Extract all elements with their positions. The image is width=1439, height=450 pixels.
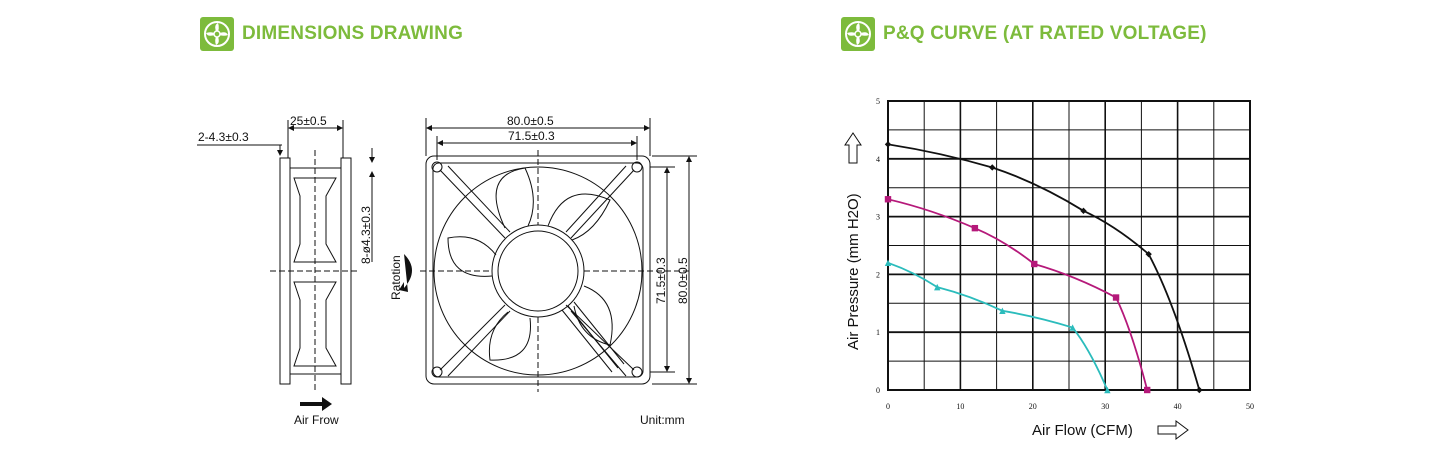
- unit-label: Unit:mm: [640, 413, 685, 427]
- x-tick-label: 50: [1246, 402, 1254, 411]
- dimensions-drawing: 25±0.5 2-4.3±0.3 8-ø4.3±0.3 Air Frow: [197, 114, 697, 427]
- dimensions-header: DIMENSIONS DRAWING: [200, 17, 463, 51]
- x-tick-label: 30: [1101, 402, 1109, 411]
- series-2-point: [971, 224, 979, 232]
- y-axis-arrow-icon: [844, 132, 862, 164]
- pq-title: P&Q CURVE (AT RATED VOLTAGE): [883, 23, 1207, 44]
- series-2-point: [1031, 260, 1038, 268]
- series-2-point: [1112, 294, 1120, 301]
- rotation-arrow-icon: [399, 254, 412, 292]
- series-2-point: [884, 196, 892, 203]
- series-1-point: [989, 164, 996, 171]
- fan-logo-icon: [841, 17, 875, 51]
- series-line-3: [887, 261, 1109, 391]
- x-tick-label: 40: [1174, 402, 1182, 411]
- series-2-point: [1143, 386, 1151, 394]
- series-3-point: [934, 283, 941, 291]
- dimensions-title: DIMENSIONS DRAWING: [242, 23, 464, 44]
- series-1-point: [1196, 386, 1203, 394]
- y-tick-label: 5: [876, 97, 880, 106]
- series-3-point: [1104, 386, 1111, 394]
- series-3-point: [999, 307, 1006, 315]
- x-tick-label: 20: [1029, 402, 1037, 411]
- y-tick-label: 3: [876, 213, 880, 222]
- hole-pitch-h-label: 71.5±0.3: [508, 129, 555, 143]
- fan-logo-icon: [200, 17, 234, 51]
- y-tick-label: 2: [876, 270, 880, 279]
- series-1-point: [1080, 207, 1087, 215]
- outer-height-label: 80.0±0.5: [676, 257, 690, 304]
- x-tick-label: 0: [886, 402, 890, 411]
- series-1-point: [1145, 250, 1152, 258]
- series-3-point: [884, 259, 892, 267]
- series-line-2: [887, 198, 1149, 391]
- side-width-label: 25±0.5: [290, 114, 327, 128]
- hole-pitch-v-label: 71.5±0.3: [654, 257, 668, 304]
- series-line-1: [887, 143, 1201, 391]
- y-tick-label: 0: [876, 386, 880, 395]
- front-view: [420, 118, 697, 392]
- x-tick-label: 10: [956, 402, 964, 411]
- y-axis-label: Air Pressure (mm H2O): [845, 193, 862, 350]
- x-axis-arrow-icon: [1157, 420, 1189, 440]
- rotation-label: Ratotion: [389, 255, 403, 300]
- side-view: [197, 120, 375, 392]
- hole-note-label: 2-4.3±0.3: [198, 130, 249, 144]
- y-tick-label: 4: [876, 155, 880, 164]
- series-1-point: [884, 141, 892, 148]
- outer-width-label: 80.0±0.5: [507, 114, 554, 128]
- pq-header: P&Q CURVE (AT RATED VOLTAGE): [841, 17, 1207, 51]
- mount-holes-label: 8-ø4.3±0.3: [359, 206, 373, 264]
- airflow-arrow-icon: [300, 397, 332, 411]
- plot-frame: [887, 100, 1251, 391]
- airflow-label: Air Frow: [294, 413, 339, 427]
- y-tick-label: 1: [876, 328, 880, 337]
- series-3-point: [1069, 324, 1076, 331]
- x-axis-label: Air Flow (CFM): [1032, 422, 1133, 439]
